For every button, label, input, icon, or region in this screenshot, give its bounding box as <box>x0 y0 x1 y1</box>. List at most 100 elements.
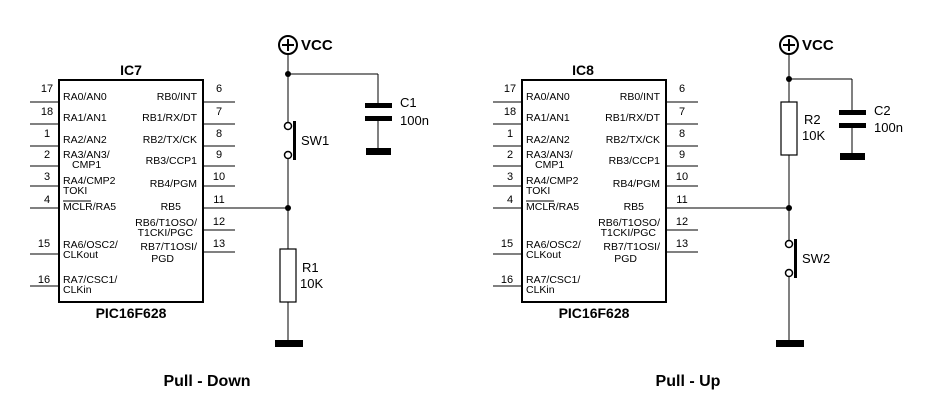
pin-number: 1 <box>507 128 513 140</box>
pin-number: 6 <box>679 83 685 95</box>
pin-label: RB3/CCP1 <box>146 155 198 167</box>
ic-ref: IC7 <box>120 62 142 78</box>
pin-number: 1 <box>44 128 50 140</box>
pin-number: 18 <box>41 106 53 118</box>
circuit-caption: Pull - Down <box>163 373 250 390</box>
pin-number: 10 <box>213 171 225 183</box>
pin-number: 8 <box>216 128 222 140</box>
pin-label: CLKin <box>526 284 555 296</box>
pin-label: CLKout <box>63 249 98 261</box>
resistor-r2: R2 10K <box>780 101 825 156</box>
pin-number: 17 <box>504 83 516 95</box>
pin-label: RA3/AN3/ <box>526 149 573 161</box>
pin-label: MCLR/RA5 <box>526 201 579 213</box>
resistor-r1: R1 10K <box>275 248 323 347</box>
cap-ref: C1 <box>400 95 417 110</box>
ground-icon <box>776 340 804 347</box>
left-pin-row: 17 18 1 2 3 4 15 16 RA0/AN0 RA1/AN1 RA2/… <box>493 83 581 296</box>
pin-label: CLKin <box>63 284 92 296</box>
pin-label: RB7/T1OSI/ <box>603 241 660 253</box>
pin-number: 4 <box>44 194 50 206</box>
pin-label: RB1/RX/DT <box>605 112 660 124</box>
pin-label: RB2/TX/CK <box>606 134 660 146</box>
circuit-pull-up: IC8 PIC16F628 17 18 1 2 3 4 15 16 RA0/AN… <box>493 35 903 390</box>
pin-number: 2 <box>44 149 50 161</box>
right-pin-row: 6 7 8 9 10 11 12 13 RB0/INT RB1/RX/DT RB… <box>598 83 698 265</box>
pin-number: 11 <box>213 194 224 206</box>
pin-number: 3 <box>507 171 513 183</box>
circuit-caption: Pull - Up <box>656 373 721 390</box>
pin-label: RB5 <box>624 201 645 213</box>
pin-number: 8 <box>679 128 685 140</box>
pin-label: RA6/OSC2/ <box>526 239 581 251</box>
ic-body <box>521 79 667 303</box>
pin-number: 10 <box>676 171 688 183</box>
pin-number: 4 <box>507 194 513 206</box>
pin-label: RB0/INT <box>157 91 198 103</box>
junction-dot <box>285 205 291 211</box>
cap-ref: C2 <box>874 103 891 118</box>
vcc-symbol: VCC <box>779 35 834 55</box>
pin-label: RB2/TX/CK <box>143 134 197 146</box>
pin-label: RA2/AN2 <box>526 134 570 146</box>
junction-dot <box>786 205 792 211</box>
pin-number: 17 <box>41 83 53 95</box>
pin-label: RA3/AN3/ <box>63 149 110 161</box>
pin-label: RA4/CMP2 <box>526 175 579 187</box>
ic-part: PIC16F628 <box>559 305 630 321</box>
pin-label: PGD <box>151 253 174 265</box>
ground-icon <box>275 340 303 347</box>
ground-icon <box>840 153 865 160</box>
pin-label: MCLR/RA5 <box>63 201 116 213</box>
pin-label: RB0/INT <box>620 91 661 103</box>
pin-number: 9 <box>216 149 222 161</box>
pin-label: CMP1 <box>72 159 101 171</box>
res-value: 10K <box>300 276 323 291</box>
pin-label: CMP1 <box>535 159 564 171</box>
ic-ref: IC8 <box>572 62 594 78</box>
junction-dot <box>285 71 291 77</box>
pin-label: T1CKI/PGC <box>138 227 194 239</box>
left-pin-row: 17 18 1 2 3 4 15 16 RA0/AN0 RA1/AN1 RA2/… <box>30 83 118 296</box>
pin-label: RA0/AN0 <box>526 91 570 103</box>
pin-label: CLKout <box>526 249 561 261</box>
pin-label: RB6/T1OSO/ <box>598 217 660 229</box>
pin-label: RB1/RX/DT <box>142 112 197 124</box>
pin-number: 3 <box>44 171 50 183</box>
cap-value: 100n <box>874 120 903 135</box>
vcc-label: VCC <box>301 37 333 54</box>
switch-sw2: SW2 <box>776 239 830 347</box>
pin-number: 2 <box>507 149 513 161</box>
pin-label: RA6/OSC2/ <box>63 239 118 251</box>
circuit-pull-down: IC7 PIC16F628 17 18 1 2 3 4 15 16 RA0/AN… <box>30 35 429 390</box>
pin-label: RA1/AN1 <box>526 112 570 124</box>
pin-label: TOKI <box>63 185 87 197</box>
pin-number: 6 <box>216 83 222 95</box>
ground-icon <box>366 148 391 155</box>
pin-label: RB7/T1OSI/ <box>140 241 197 253</box>
junction-dot <box>786 76 792 82</box>
pin-label: RB4/PGM <box>613 178 660 190</box>
pin-label: PGD <box>614 253 637 265</box>
pin-number: 11 <box>676 194 687 206</box>
pin-number: 16 <box>501 274 513 286</box>
pin-number: 18 <box>504 106 516 118</box>
capacitor-c1: C1 100n <box>365 95 429 155</box>
pin-number: 13 <box>676 238 688 250</box>
pin-label: RB4/PGM <box>150 178 197 190</box>
pin-label: RA2/AN2 <box>63 134 107 146</box>
pin-number: 12 <box>213 216 225 228</box>
pin-number: 7 <box>216 106 222 118</box>
cap-value: 100n <box>400 113 429 128</box>
pin-number: 9 <box>679 149 685 161</box>
res-value: 10K <box>802 128 825 143</box>
pin-label: T1CKI/PGC <box>601 227 657 239</box>
pin-number: 16 <box>38 274 50 286</box>
ic-body <box>58 79 204 303</box>
pin-label: RA1/AN1 <box>63 112 107 124</box>
right-pin-row: 6 7 8 9 10 11 12 13 RB0/INT RB1/RX/DT RB… <box>135 83 235 265</box>
pin-label: RA7/CSC1/ <box>526 274 580 286</box>
switch-ref: SW2 <box>802 251 830 266</box>
capacitor-c2: C2 100n <box>839 103 903 160</box>
pin-number: 15 <box>501 238 513 250</box>
